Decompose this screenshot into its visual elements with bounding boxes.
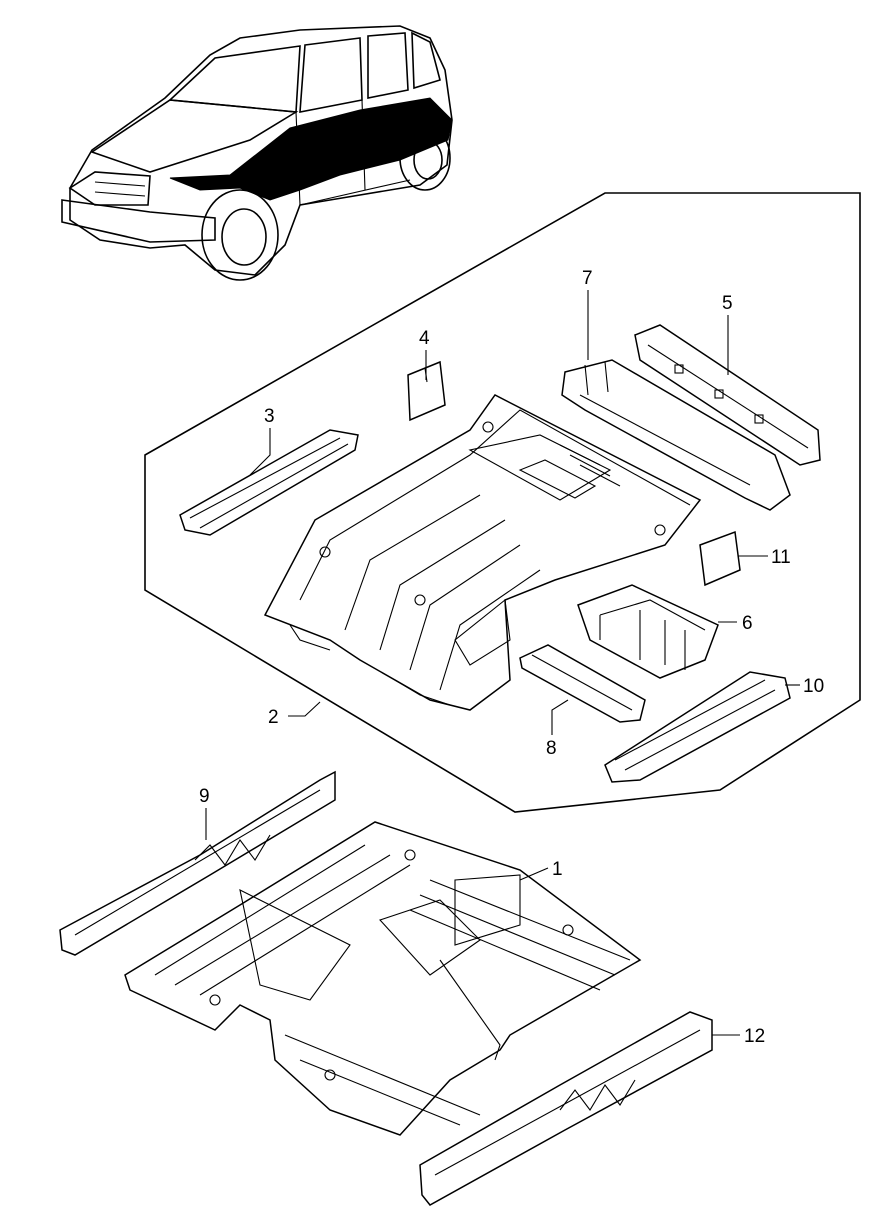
callout-6: 6 [742, 613, 753, 634]
callout-4: 4 [419, 328, 430, 349]
rail-part-10-drawing [604, 671, 791, 783]
callout-8: 8 [546, 738, 557, 759]
callout-9: 9 [199, 786, 210, 807]
callout-2: 2 [268, 707, 279, 728]
floor-panel-part-1-drawing [124, 821, 642, 1136]
tray-part-6-drawing [577, 584, 719, 679]
rail-part-3-drawing [179, 429, 359, 536]
vehicle-illustration [61, 25, 453, 281]
leader-lines [205, 290, 800, 1036]
assembly-frame [144, 192, 861, 813]
sill-part-9-drawing [59, 770, 336, 956]
crossmember-part-7-drawing [561, 359, 791, 511]
callout-10: 10 [803, 676, 824, 697]
crossmember-part-5-drawing [634, 324, 821, 466]
callout-5: 5 [722, 293, 733, 314]
sill-part-12-drawing [419, 1011, 713, 1206]
callout-3: 3 [264, 406, 275, 427]
floor-assembly-drawing [263, 394, 702, 711]
callout-12: 12 [744, 1026, 765, 1047]
crossmember-part-8-drawing [519, 644, 646, 723]
callout-11: 11 [771, 547, 791, 568]
callout-1: 1 [552, 859, 563, 880]
callout-7: 7 [582, 268, 593, 289]
bracket-part-11-drawing [699, 530, 741, 587]
